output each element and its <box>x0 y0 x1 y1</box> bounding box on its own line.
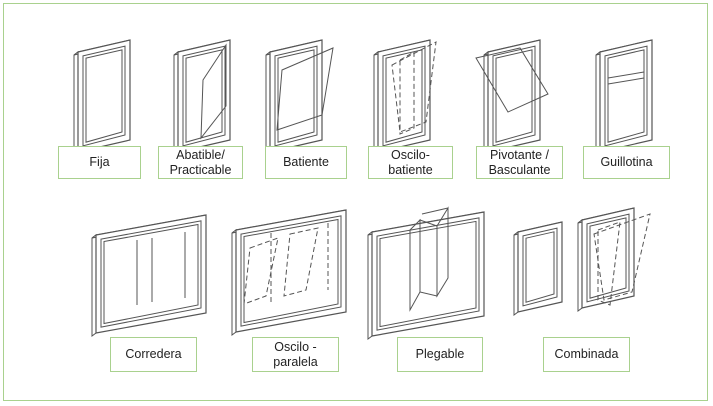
label-fija: Fija <box>58 146 141 179</box>
window-fija-frame-outer <box>77 39 131 153</box>
diagram-border <box>3 3 708 401</box>
window-guillotina-frame-inner <box>604 45 648 147</box>
window-oscilobatiente-glass-edge <box>385 49 423 143</box>
label-pivotante: Pivotante / Basculante <box>476 146 563 179</box>
window-corredera-frame-outer <box>95 214 207 334</box>
guillotina-bar-1 <box>607 71 645 79</box>
label-plegable: Plegable <box>397 337 483 372</box>
label-oscilobatiente: Oscilo- batiente <box>368 146 453 179</box>
window-guillotina-frame-outer <box>599 39 653 153</box>
guillotina-bar-2 <box>607 77 645 85</box>
window-pivotante-frame-outer <box>487 39 541 153</box>
window-combinada-fixed-glass-edge <box>525 231 555 303</box>
window-osciloparalela-frame-outer <box>235 209 347 333</box>
label-abatible: Abatible/ Practicable <box>158 146 243 179</box>
window-plegable-frame-outer <box>371 211 485 337</box>
window-corredera-frame-inner <box>100 220 202 328</box>
label-corredera: Corredera <box>110 337 197 372</box>
window-combinada-tilt-frame-inner <box>586 213 630 303</box>
osciloparalela-sash-2 <box>283 227 319 297</box>
window-osciloparalela-frame-inner <box>240 215 342 327</box>
label-guillotina: Guillotina <box>583 146 670 179</box>
window-corredera-glass-edge <box>103 223 199 325</box>
abatible-open-sash <box>200 43 227 140</box>
window-fija-frame-inner <box>82 45 126 147</box>
window-guillotina-glass-edge <box>607 49 645 143</box>
combinada-turn-sash <box>597 221 621 306</box>
window-plegable-frame-inner <box>376 217 480 331</box>
window-oscilobatiente-frame-inner <box>382 45 426 147</box>
label-combinada: Combinada <box>543 337 630 372</box>
window-fija-glass-edge <box>85 49 123 143</box>
batiente-open-sash <box>276 47 334 131</box>
window-abatible-frame-inner <box>182 45 226 147</box>
window-combinada-fixed-frame-outer <box>517 221 563 313</box>
osciloparalela-sash-1 <box>243 237 279 305</box>
window-combinada-tilt-glass-edge <box>589 217 627 299</box>
plegable-panel-3 <box>436 206 449 298</box>
window-abatible-glass-edge <box>185 49 223 143</box>
combinada-tilt-sash <box>593 213 651 301</box>
window-pivotante-glass-edge <box>495 49 533 143</box>
label-batiente: Batiente <box>265 146 347 179</box>
window-oscilobatiente-frame-outer <box>377 39 431 153</box>
oscilobatiente-tilt-sash <box>391 41 437 133</box>
window-plegable-glass-edge <box>379 220 477 328</box>
pivotante-sash <box>475 47 549 113</box>
window-combinada-tilt-frame-outer <box>581 207 635 309</box>
window-combinada-fixed-frame-inner <box>522 227 558 307</box>
plegable-top-edge <box>421 207 449 215</box>
window-batiente-frame-outer <box>269 39 323 153</box>
oscilobatiente-turn-sash <box>399 51 415 135</box>
window-batiente-frame-inner <box>274 45 318 147</box>
window-osciloparalela-glass-edge <box>243 218 339 324</box>
window-abatible-frame-outer <box>177 39 231 153</box>
label-osciloparalela: Oscilo - paralela <box>252 337 339 372</box>
